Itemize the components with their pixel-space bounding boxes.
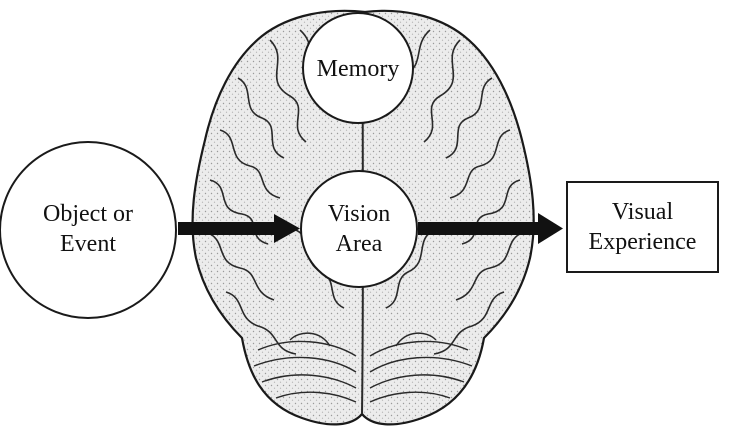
memory-label: Memory bbox=[303, 54, 413, 84]
object-event-line1: Object or bbox=[8, 199, 168, 229]
visual-experience-line1: Visual bbox=[567, 197, 718, 227]
visual-experience-line2: Experience bbox=[567, 227, 718, 257]
vision-area-line1: Vision bbox=[304, 199, 414, 229]
visual-experience-label: Visual Experience bbox=[567, 197, 718, 257]
object-event-line2: Event bbox=[8, 229, 168, 259]
object-event-label: Object or Event bbox=[8, 199, 168, 259]
vision-area-label: Vision Area bbox=[304, 199, 414, 259]
vision-area-line2: Area bbox=[304, 229, 414, 259]
memory-text: Memory bbox=[317, 56, 400, 82]
